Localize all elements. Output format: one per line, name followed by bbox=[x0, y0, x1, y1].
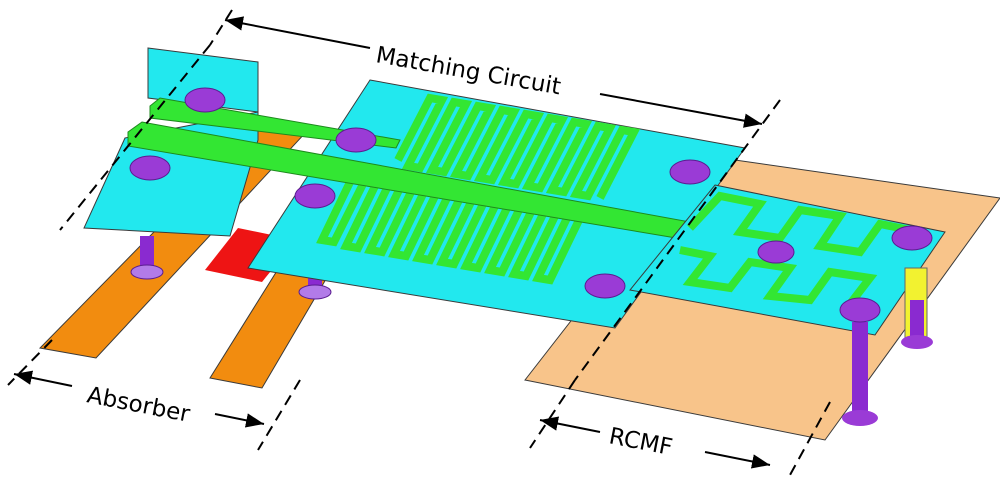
rcmf-via-cap bbox=[757, 240, 795, 264]
rcmf-label: RCMF bbox=[607, 423, 675, 461]
rcmf-posts bbox=[839, 225, 933, 426]
matching-vias bbox=[129, 87, 711, 299]
dimension-lines bbox=[7, 9, 831, 476]
rcmf-traces bbox=[679, 191, 921, 307]
absorber-label: Absorber bbox=[85, 382, 193, 427]
